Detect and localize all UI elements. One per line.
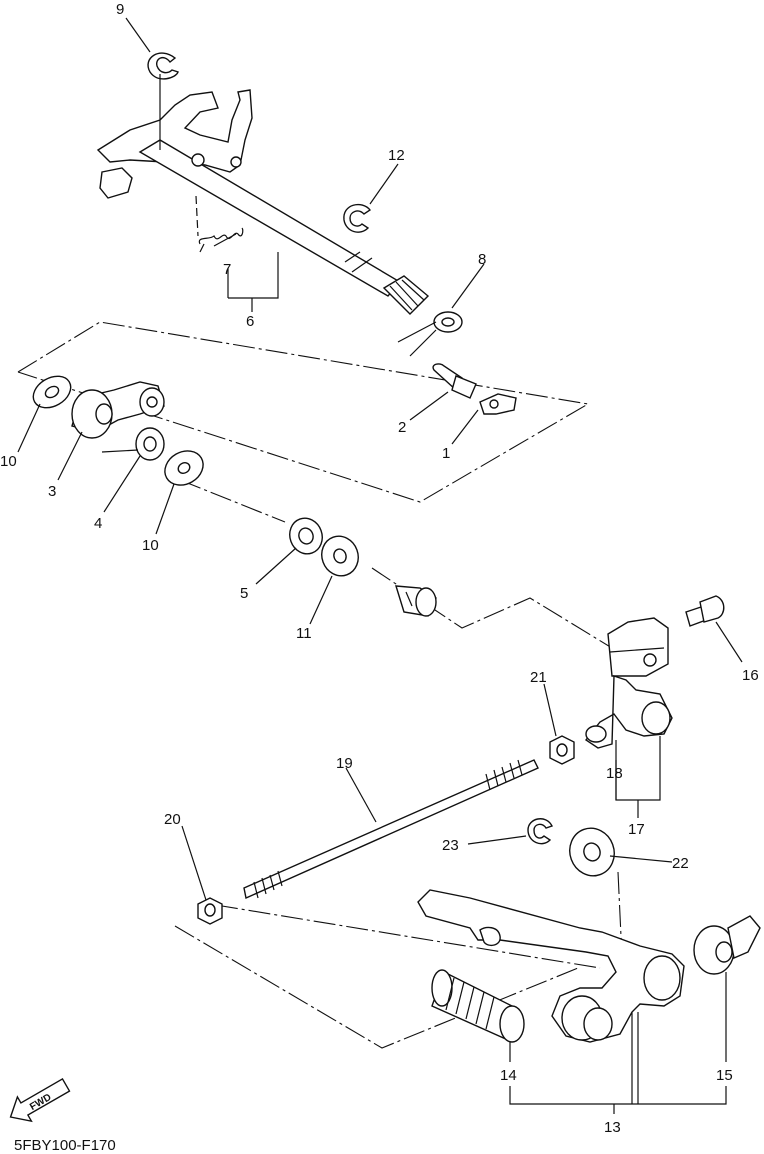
callout-12: 12 xyxy=(388,147,405,164)
shaft-end-phantom xyxy=(395,585,437,617)
washer-part-10-a xyxy=(32,375,72,409)
circlip-part-12 xyxy=(343,203,372,233)
callout-5: 5 xyxy=(240,585,248,602)
spring-part-4 xyxy=(101,427,165,461)
drawing-code: 5FBY100-F170 xyxy=(14,1137,116,1154)
callout-labels: 9 12 8 7 6 2 1 10 3 4 10 5 11 16 21 19 1… xyxy=(0,1,759,1136)
shift-arm-part-18 xyxy=(584,617,673,749)
forward-direction-arrow: FWD xyxy=(9,1077,71,1123)
leader-lines xyxy=(17,17,743,1114)
torsion-spring-part-8 xyxy=(397,311,463,357)
shift-rod-part-19 xyxy=(243,759,539,899)
callout-23: 23 xyxy=(442,837,459,854)
stopper-plate-part-1 xyxy=(479,393,517,415)
callout-22: 22 xyxy=(672,855,689,872)
washer-part-10-b xyxy=(164,450,204,486)
callout-13: 13 xyxy=(604,1119,621,1136)
bolt-part-16 xyxy=(685,595,725,627)
shift-pedal-part-13 xyxy=(417,889,685,1043)
fwd-label: FWD xyxy=(28,1092,53,1113)
callout-16: 16 xyxy=(742,667,759,684)
callout-21: 21 xyxy=(530,669,547,686)
shift-shaft-part-6 xyxy=(96,89,430,315)
callout-10-b: 10 xyxy=(142,537,159,554)
spring-part-7 xyxy=(195,195,244,253)
stopper-lever-part-3 xyxy=(71,381,165,439)
callout-19: 19 xyxy=(336,755,353,772)
callout-7: 7 xyxy=(223,261,231,278)
nut-part-21 xyxy=(549,735,575,765)
nut-part-20 xyxy=(197,897,223,925)
callout-6: 6 xyxy=(246,313,254,330)
oil-seal-part-5 xyxy=(289,517,323,555)
callout-9: 9 xyxy=(116,1,124,18)
callout-15: 15 xyxy=(716,1067,733,1084)
callout-17: 17 xyxy=(628,821,645,838)
callout-2: 2 xyxy=(398,419,406,436)
callout-10-a: 10 xyxy=(0,453,17,470)
callout-11: 11 xyxy=(296,625,312,642)
callout-8: 8 xyxy=(478,251,486,268)
pedal-rubber-part-14 xyxy=(431,969,525,1043)
pin-part-2 xyxy=(432,363,477,399)
rod-end-joint-part-15 xyxy=(693,915,761,975)
callout-4: 4 xyxy=(94,515,102,532)
circlip-part-9 xyxy=(147,52,179,80)
callout-14: 14 xyxy=(500,1067,517,1084)
circlip-part-23 xyxy=(527,818,553,845)
callout-1: 1 xyxy=(442,445,450,462)
callout-18: 18 xyxy=(606,765,623,782)
callout-20: 20 xyxy=(164,811,181,828)
washer-part-11 xyxy=(321,535,359,577)
callout-3: 3 xyxy=(48,483,56,500)
washer-part-22 xyxy=(569,827,615,877)
